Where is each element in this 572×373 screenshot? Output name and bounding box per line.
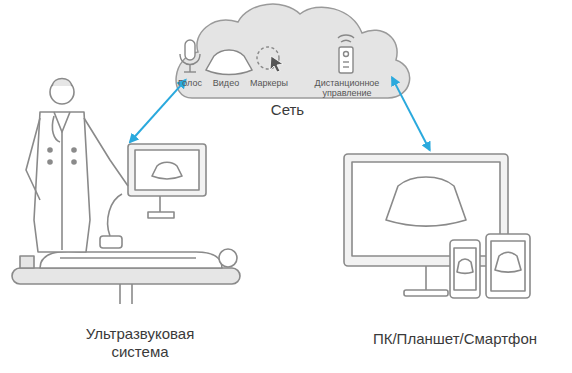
network-arrow bbox=[130, 80, 186, 142]
ultrasound-system-node: Ультразвуковая система bbox=[40, 142, 240, 373]
devices-illustration bbox=[344, 154, 530, 298]
node-label: Сеть bbox=[160, 101, 415, 119]
node-label: ПК/Планшет/Смартфон bbox=[340, 330, 570, 348]
ultrasound-illustration bbox=[12, 79, 240, 305]
voice-label: Голос bbox=[170, 79, 210, 89]
remote-icon bbox=[338, 35, 354, 73]
remote-label: Дистанционное управление bbox=[310, 79, 384, 99]
network-cloud bbox=[176, 4, 410, 98]
video-icon bbox=[206, 50, 252, 75]
video-label: Видео bbox=[206, 79, 246, 89]
devices-node: ПК/Планшет/Смартфон bbox=[340, 150, 570, 373]
node-label: Ультразвуковая система bbox=[65, 325, 215, 361]
network-arrow bbox=[392, 78, 430, 150]
network-cloud-node: Сеть bbox=[160, 2, 415, 124]
mic-icon bbox=[180, 40, 200, 72]
markers-label: Маркеры bbox=[244, 79, 294, 89]
marker-icon bbox=[257, 47, 283, 72]
